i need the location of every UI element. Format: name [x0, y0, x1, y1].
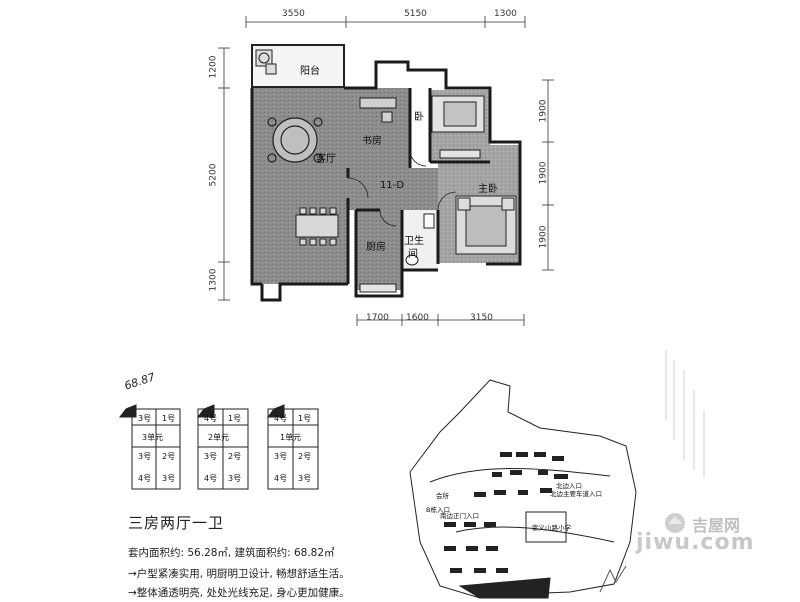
- master-bed: [455, 195, 517, 255]
- key-u2-mid-right: 2号: [228, 452, 242, 461]
- bath-fixtures: [405, 213, 435, 266]
- room-label-study: 书房: [362, 136, 382, 147]
- floor-plan-drawing: [218, 16, 554, 326]
- key-u1-low-left: 4号: [274, 474, 288, 483]
- key-u1-mid-right: 2号: [298, 452, 312, 461]
- scan-mark: [599, 565, 627, 593]
- key-u1-low-right: 3号: [298, 474, 312, 483]
- dim-top-1: 3550: [282, 9, 305, 19]
- study-desk: [359, 97, 397, 123]
- key-unit-3-label: 3单元: [142, 433, 164, 442]
- site-label-main-entry: 北边主要车道入口: [550, 490, 602, 498]
- dim-right-2: 1900: [538, 161, 549, 185]
- key-u3-mid-left: 3号: [138, 452, 152, 461]
- key-u1-mid-left: 3号: [274, 452, 288, 461]
- watermark-logo-icon: [665, 513, 685, 533]
- room-label-balcony: 阳台: [300, 66, 320, 77]
- room-label-corridor: 11-D: [380, 180, 405, 191]
- room-label-living: 客厅: [316, 154, 336, 165]
- site-label-b-entry: B栋入口: [426, 506, 450, 514]
- key-u1-top-left: 4号: [274, 414, 288, 423]
- site-label-school: 紫义山路小学: [532, 524, 571, 532]
- watermark-cn: 吉屋网: [692, 516, 741, 535]
- bedroom-bed: [431, 95, 485, 159]
- key-u2-low-left: 4号: [204, 474, 218, 483]
- bullet-1: →户型紧凑实用, 明厨明卫设计, 畅想舒适生活。: [128, 568, 350, 580]
- key-plan-drawing: [119, 404, 319, 490]
- dim-left-2: 5200: [208, 163, 219, 187]
- kitchen-floor: [356, 210, 402, 290]
- dim-right-1: 1900: [538, 99, 549, 123]
- dining-rect-table: [295, 207, 339, 246]
- key-u2-top-right: 1号: [228, 414, 242, 423]
- key-u3-low-left: 4号: [138, 474, 152, 483]
- dim-bottom-1: 1700: [366, 313, 389, 323]
- room-label-bedroom: 卧: [414, 112, 424, 123]
- balcony-plants: [255, 49, 277, 75]
- site-label-club: 会所: [436, 492, 449, 500]
- corridor-floor: [348, 168, 438, 210]
- area-text: 套内面积约: 56.28㎡, 建筑面积约: 68.82㎡: [128, 547, 335, 559]
- key-u2-low-right: 3号: [228, 474, 242, 483]
- key-u3-top-right: 1号: [162, 414, 176, 423]
- key-u2-top-left: 4号: [204, 414, 218, 423]
- room-label-kitchen: 厨房: [366, 242, 386, 253]
- bullet-2: →整体通透明亮, 处处光线充足, 身心更加健康。: [128, 587, 350, 599]
- layout-title: 三房两厅一卫: [128, 514, 225, 532]
- room-label-master: 主卧: [478, 184, 498, 195]
- site-plan: 紫义山路小学 北边入口 B栋入口 南边正门入口 北边主要车道入口 会所: [400, 372, 660, 600]
- room-label-bath-2: 间: [408, 249, 418, 260]
- key-unit-1-label: 1单元: [280, 433, 302, 442]
- dim-right-3: 1900: [538, 225, 549, 249]
- kitchen-counter: [359, 283, 397, 293]
- dim-bottom-3: 3150: [470, 313, 493, 323]
- dim-bottom-2: 1600: [406, 313, 429, 323]
- doors: [347, 149, 457, 227]
- dining-round-table: [267, 117, 323, 163]
- side-scan-lines: [665, 350, 705, 478]
- handwritten-area-note: 68.87: [122, 370, 157, 393]
- info-block: 三房两厅一卫 套内面积约: 56.28㎡, 建筑面积约: 68.82㎡ →户型紧…: [128, 512, 428, 600]
- watermark: 吉屋网 jiwu.com: [636, 508, 786, 558]
- site-plan-drawing: [409, 379, 637, 599]
- dim-left-3: 1300: [208, 268, 219, 292]
- key-u2-mid-left: 3号: [204, 452, 218, 461]
- floor-plan: 3550 5150 1300 1700 1600 3150 1200 5200 …: [208, 9, 554, 326]
- key-u1-top-right: 1号: [298, 414, 312, 423]
- key-plan: 3单元 2单元 1单元 3号 1号 3号 2号 4号 3号 4号 1号 3号 2…: [118, 395, 338, 495]
- site-label-north-gate: 北边入口: [556, 482, 582, 490]
- living-floor: [252, 88, 348, 284]
- site-label-south-entry: 南边正门入口: [440, 512, 479, 520]
- key-unit-2-label: 2单元: [208, 433, 230, 442]
- key-u3-mid-right: 2号: [162, 452, 176, 461]
- dim-left-1: 1200: [208, 55, 219, 79]
- site-buildings: [444, 452, 568, 573]
- dimension-lines: [218, 16, 554, 326]
- room-label-bath-1: 卫生: [404, 236, 424, 247]
- dim-top-3: 1300: [494, 9, 517, 19]
- key-u3-low-right: 3号: [162, 474, 176, 483]
- key-u3-top-left: 3号: [138, 414, 152, 423]
- watermark-en: jiwu.com: [636, 530, 755, 555]
- dim-top-2: 5150: [404, 9, 427, 19]
- walls: [250, 60, 522, 302]
- side-scan-noise: [660, 350, 720, 480]
